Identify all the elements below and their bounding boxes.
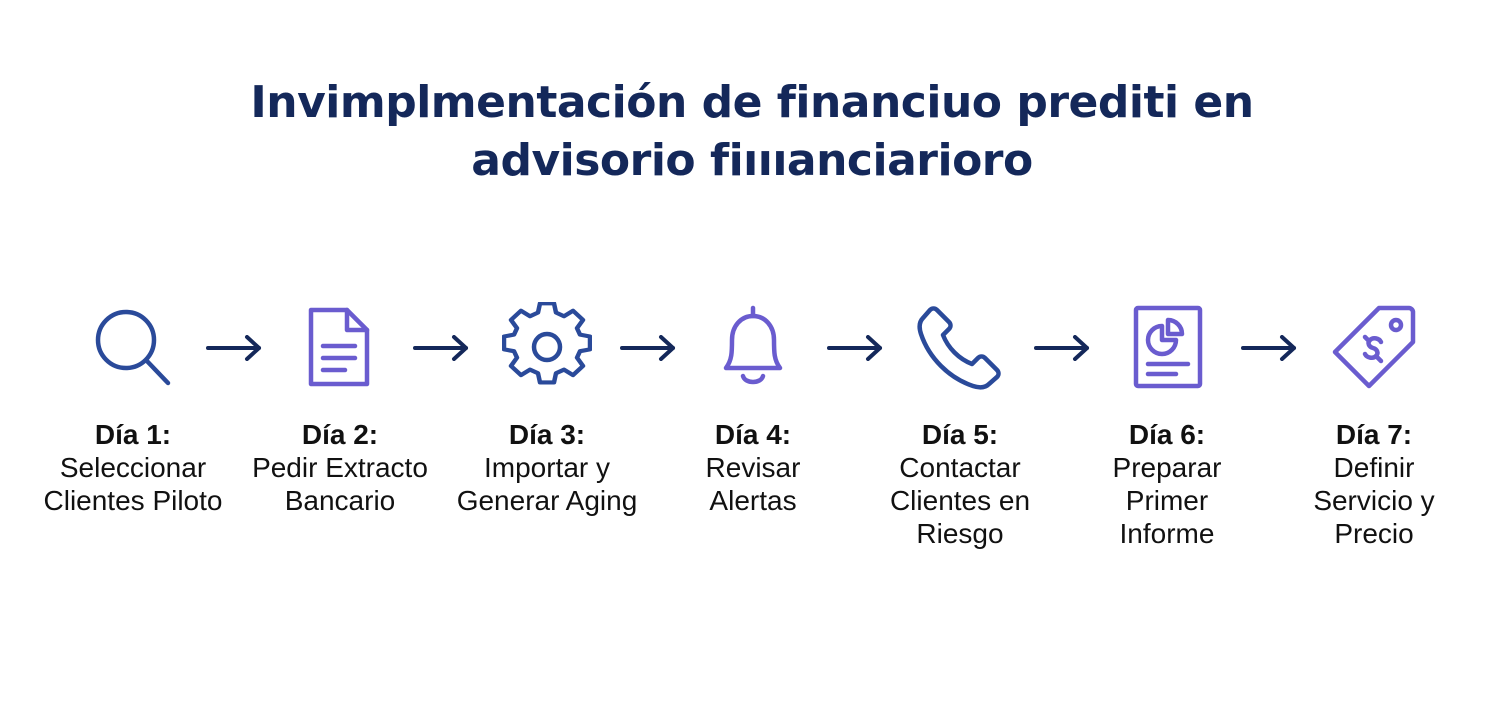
- gear-icon: [502, 302, 592, 392]
- step-day: Día 6:: [1128, 419, 1206, 450]
- step-label: Pedir Extracto Bancario: [252, 452, 428, 516]
- step-5: Día 5: Contactar Clientes en Riesgo: [860, 418, 1060, 550]
- step-3: Día 3: Importar y Generar Aging: [447, 418, 647, 517]
- step-day: Día 7:: [1335, 419, 1413, 450]
- step-label: Definir Servicio y Precio: [1313, 452, 1435, 549]
- step-1: Día 1: Seleccionar Clientes Piloto: [33, 418, 233, 517]
- step-6: Día 6: Preparar Primer Informe: [1067, 418, 1267, 550]
- step-day: Día 2:: [301, 419, 379, 450]
- report-icon: [1122, 302, 1212, 392]
- arrow-icon: [412, 335, 470, 361]
- step-day: Día 5:: [921, 419, 999, 450]
- step-label: Preparar Primer Informe: [1112, 452, 1222, 549]
- step-label: Seleccionar Clientes Piloto: [43, 452, 223, 516]
- arrow-icon: [826, 335, 884, 361]
- step-7: Día 7: Definir Servicio y Precio: [1274, 418, 1474, 550]
- document-icon: [295, 302, 385, 392]
- arrow-icon: [205, 335, 263, 361]
- arrow-icon: [1033, 335, 1091, 361]
- arrow-icon: [619, 335, 677, 361]
- step-day: Día 3:: [508, 419, 586, 450]
- search-icon: [88, 302, 178, 392]
- arrow-icon: [1240, 335, 1298, 361]
- price-tag-icon: [1329, 302, 1419, 392]
- step-label: Contactar Clientes en Riesgo: [889, 452, 1031, 549]
- step-2: Día 2: Pedir Extracto Bancario: [240, 418, 440, 517]
- bell-icon: [708, 302, 798, 392]
- title-line-2: advisorio fiıııanciarioro: [471, 135, 1033, 186]
- step-label: Importar y Generar Aging: [456, 452, 638, 516]
- step-day: Día 1:: [94, 419, 172, 450]
- step-day: Día 4:: [714, 419, 792, 450]
- title-line-1: Invimplmentación de financiuo prediti en: [250, 77, 1254, 128]
- step-label: Revisar Alertas: [705, 452, 801, 516]
- step-4: Día 4: Revisar Alertas: [653, 418, 853, 517]
- page-title: Invimplmentación de financiuo prediti en…: [0, 74, 1504, 190]
- phone-icon: [915, 302, 1005, 392]
